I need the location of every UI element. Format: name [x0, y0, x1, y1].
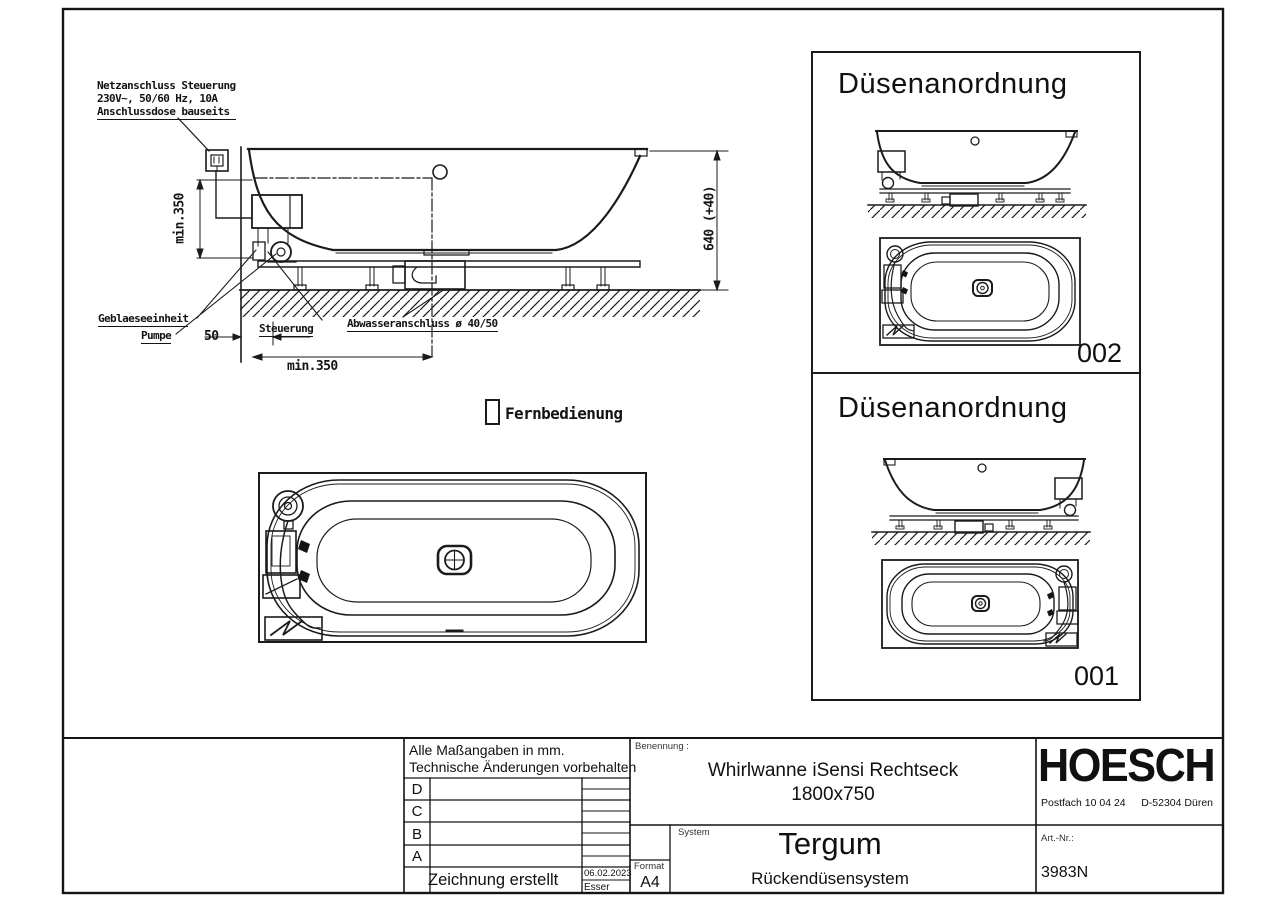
- artnr-value: 3983N: [1041, 864, 1089, 881]
- revision-row-c: C: [411, 803, 423, 820]
- label-blower-unit: Geblaeseeinheit: [98, 312, 189, 327]
- note-line2: Technische Änderungen vorbehalten: [409, 759, 637, 775]
- panel-borders: [811, 51, 1141, 701]
- panel-001-code: 001: [1074, 661, 1120, 691]
- panel-002-title: Düsenanordnung: [838, 68, 1068, 100]
- power-annotation-line2: 230V~, 50/60 Hz, 10A: [97, 92, 218, 105]
- system-label: System: [678, 827, 710, 838]
- main-side-view: [175, 117, 701, 425]
- label-remote-control: Fernbedienung: [505, 404, 623, 423]
- panel-001-plan-view: [881, 559, 1079, 649]
- title-block-grid: [62, 737, 1224, 894]
- designation-line2: 1800x750: [791, 784, 875, 805]
- company-address: Postfach 10 04 24 D-52304 Düren: [1041, 797, 1213, 809]
- company-address-left: Postfach 10 04 24: [1041, 797, 1126, 809]
- designation-line1: Whirlwanne iSensi Rechtseck: [707, 760, 959, 781]
- revision-row-b: B: [411, 826, 422, 843]
- panel-001-title: Düsenanordnung: [838, 392, 1068, 424]
- panel-002-side-view: [867, 130, 1087, 218]
- created-date: 06.02.2023: [584, 868, 632, 879]
- remote-control-icon: [485, 399, 500, 425]
- power-annotation-line1: Netzanschluss Steuerung: [97, 79, 236, 92]
- revision-row-d: D: [411, 781, 423, 798]
- dim-right-vertical: 640 (+40): [702, 185, 718, 252]
- main-plan-view: [258, 472, 647, 643]
- designation-label: Benennung :: [635, 741, 689, 752]
- system-name: Tergum: [778, 826, 882, 861]
- panel-002-code: 002: [1077, 338, 1123, 368]
- revision-row-a: A: [411, 848, 422, 865]
- system-subtitle: Rückendüsensystem: [751, 869, 909, 888]
- dim-bottom-horizontal: min.350: [287, 359, 338, 374]
- artnr-label: Art.-Nr.:: [1041, 833, 1074, 844]
- created-label: Zeichnung erstellt: [428, 871, 559, 889]
- company-address-right: D-52304 Düren: [1141, 797, 1213, 809]
- company-logo: HOESCH: [1038, 738, 1216, 792]
- main-dimensions: [196, 149, 729, 361]
- format-label: Format: [634, 861, 665, 872]
- dim-left-vertical: min.350: [172, 193, 188, 244]
- format-value: A4: [640, 874, 660, 891]
- panel-001-side-view: [871, 458, 1091, 545]
- panel-002-plan-view: [879, 237, 1081, 346]
- dim-wall-offset: 50: [204, 329, 219, 344]
- note-line1: Alle Maßangaben in mm.: [409, 742, 565, 758]
- power-annotation-line3: Anschlussdose bauseits: [97, 105, 236, 120]
- label-control-unit: Steuerung: [259, 322, 314, 337]
- created-by: Esser: [584, 882, 610, 893]
- label-pump: Pumpe: [141, 329, 172, 344]
- label-waste-connection: Abwasseranschluss ø 40/50: [347, 317, 498, 332]
- sheet-border: [61, 7, 1225, 895]
- power-annotation: Netzanschluss Steuerung 230V~, 50/60 Hz,…: [97, 79, 236, 120]
